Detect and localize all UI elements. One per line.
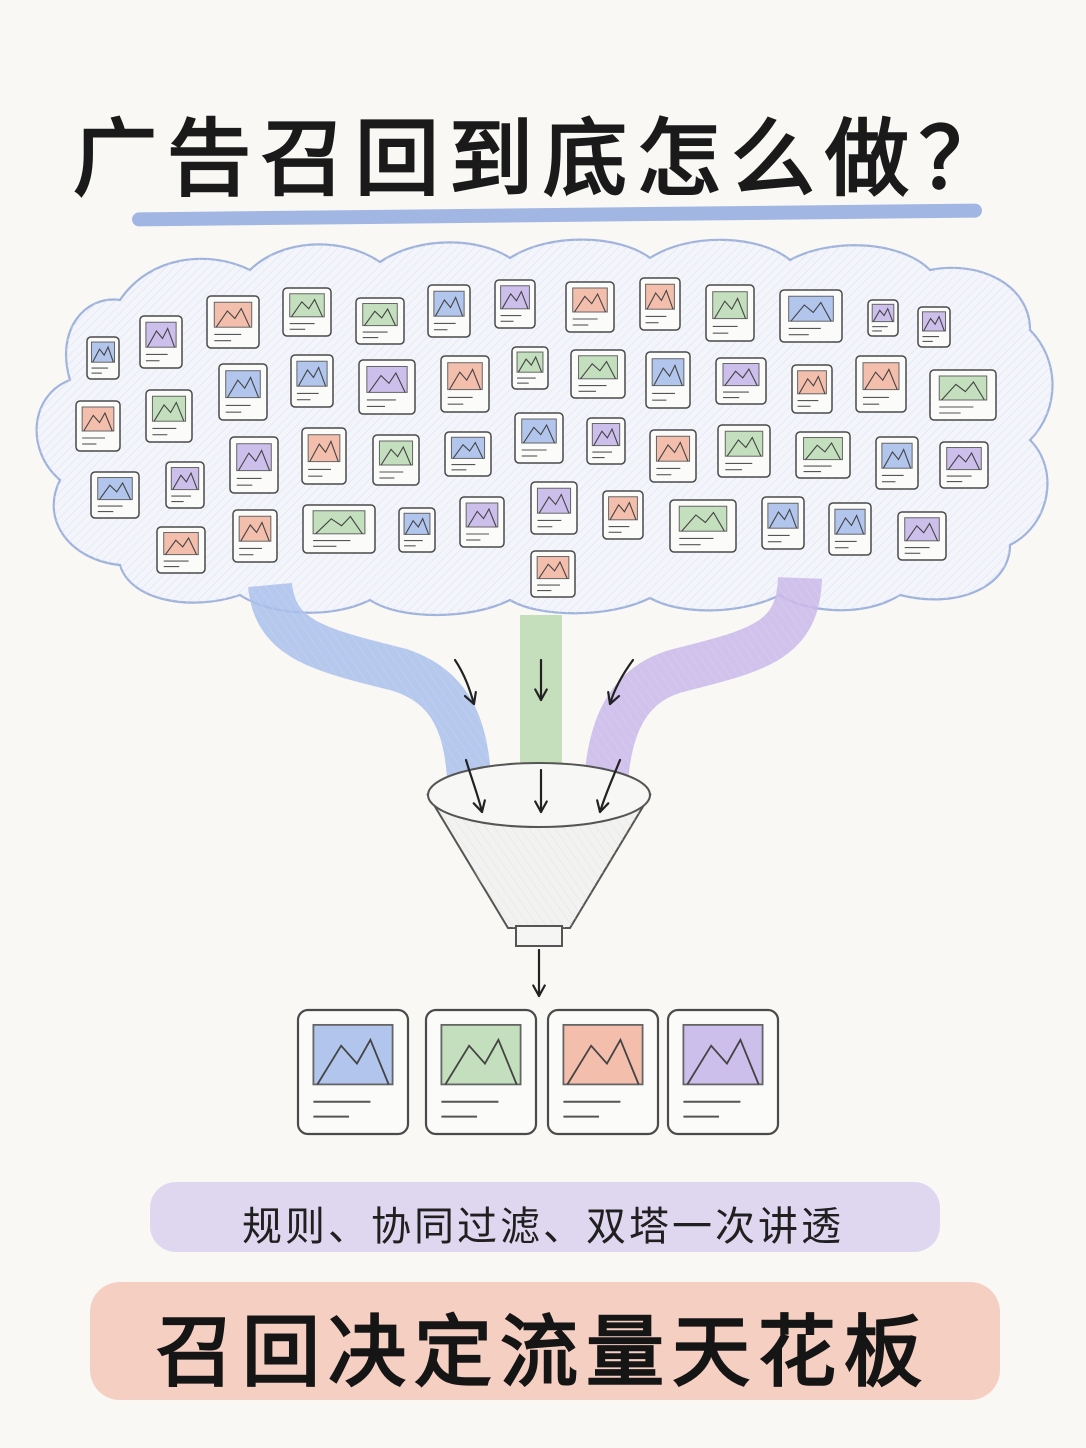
image-card-icon	[929, 369, 997, 421]
image-card-icon	[218, 363, 268, 421]
image-card-icon	[779, 289, 843, 343]
image-card-icon	[715, 357, 767, 405]
down-arrow-icon	[453, 658, 477, 706]
image-card-icon	[828, 502, 872, 556]
image-card-icon	[302, 504, 376, 554]
image-card-icon	[795, 431, 851, 479]
image-card-icon	[459, 496, 505, 548]
recalled-ad-card	[296, 1008, 410, 1136]
image-card-icon	[75, 400, 121, 452]
image-card-icon	[355, 297, 405, 345]
page-title: 广告召回到底怎么做？	[72, 110, 1013, 208]
image-card-icon	[90, 471, 140, 519]
image-card-icon	[645, 351, 691, 409]
recalled-ads	[296, 1008, 780, 1136]
subtitle-highlight	[150, 1182, 940, 1252]
image-card-icon	[602, 490, 644, 540]
image-card-icon	[165, 461, 205, 509]
image-card-icon	[206, 295, 260, 349]
down-arrow-icon	[534, 768, 548, 814]
image-card-icon	[494, 279, 536, 329]
image-card-icon	[358, 359, 416, 415]
image-card-icon	[282, 287, 332, 337]
image-card-icon	[875, 436, 919, 490]
image-card-icon	[917, 306, 951, 348]
image-card-icon	[229, 436, 279, 494]
image-card-icon	[514, 412, 564, 464]
image-card-icon	[372, 434, 420, 486]
image-card-icon	[145, 389, 193, 443]
image-card-icon	[156, 526, 206, 574]
image-card-icon	[139, 315, 183, 369]
image-card-icon	[86, 336, 120, 380]
recalled-ad-card	[424, 1008, 538, 1136]
banner-highlight	[90, 1282, 1000, 1400]
image-card-icon	[897, 511, 947, 561]
recalled-ad-card	[666, 1008, 780, 1136]
down-arrow-icon	[596, 758, 622, 814]
image-card-icon	[855, 355, 907, 413]
recalled-ad-card	[546, 1008, 660, 1136]
image-card-icon	[705, 284, 755, 342]
funnel-icon	[426, 762, 652, 947]
flow-arrows	[453, 658, 635, 998]
ad-card-pool	[75, 277, 997, 598]
image-card-icon	[570, 349, 626, 399]
image-card-icon	[867, 299, 899, 337]
down-arrow-icon	[534, 658, 548, 702]
image-card-icon	[791, 364, 833, 414]
image-card-icon	[530, 550, 576, 598]
down-arrow-icon	[532, 948, 546, 998]
image-card-icon	[649, 429, 697, 483]
image-card-icon	[232, 509, 278, 563]
image-card-icon	[761, 496, 805, 550]
image-card-icon	[939, 441, 989, 489]
banner-text: 召回决定流量天花板	[155, 1308, 930, 1398]
image-card-icon	[290, 354, 334, 408]
image-card-icon	[565, 281, 615, 333]
image-card-icon	[444, 431, 492, 477]
image-card-icon	[301, 427, 347, 485]
image-card-icon	[530, 481, 578, 535]
image-card-icon	[669, 499, 737, 553]
image-card-icon	[427, 284, 471, 338]
image-card-icon	[717, 424, 771, 478]
image-card-icon	[398, 507, 436, 553]
image-card-icon	[639, 277, 681, 331]
image-card-icon	[511, 346, 549, 390]
image-card-icon	[440, 355, 490, 413]
down-arrow-icon	[464, 758, 486, 814]
down-arrow-icon	[607, 658, 635, 706]
subtitle: 规则、协同过滤、双塔一次讲透	[242, 1204, 844, 1250]
image-card-icon	[586, 417, 626, 465]
